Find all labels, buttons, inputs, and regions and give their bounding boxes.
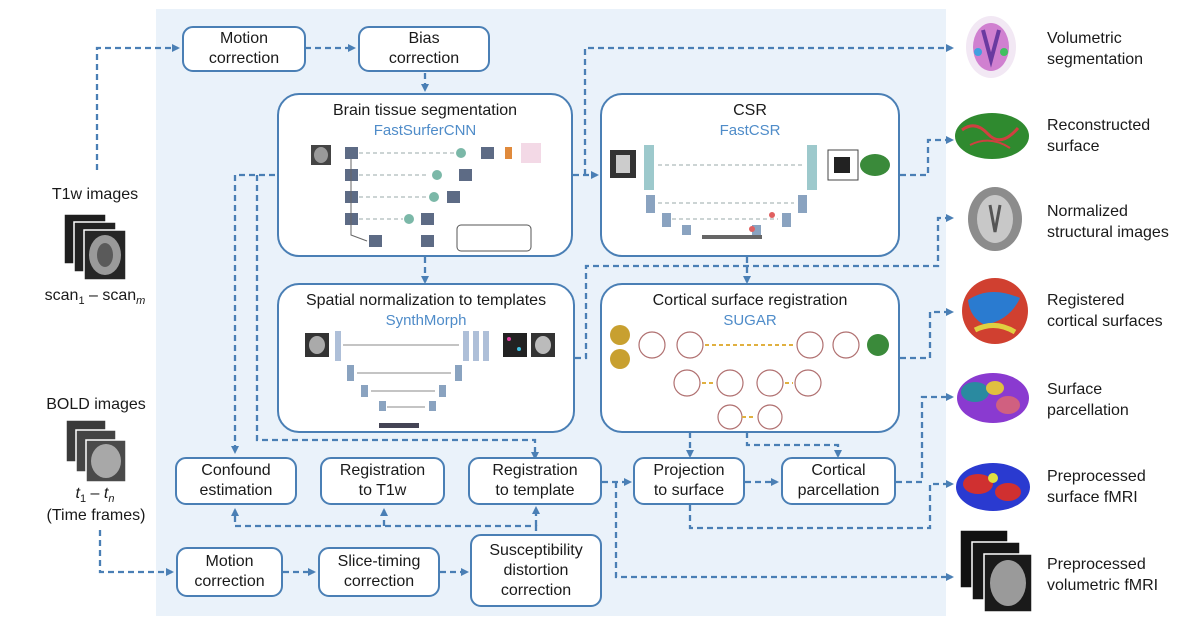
bold-images-title: BOLD images	[46, 396, 146, 413]
fmri-volume-icon	[959, 529, 1033, 613]
susceptibility-distortion-correction-box: Susceptibility distortion correction	[470, 534, 602, 607]
t1w-range-start-sub: 1	[78, 295, 85, 308]
bold-time-range: t1 – tn	[30, 483, 160, 510]
cortical-parcellation-label: Cortical parcellation	[797, 462, 880, 499]
output-label-surface-parcellation: Surface parcellation	[1047, 381, 1129, 419]
arrow-reg-to-sphere	[900, 308, 954, 360]
arrow-projection-to-surffmri	[688, 480, 954, 530]
output-label-volumetric-segmentation: Volumetric segmentation	[1047, 30, 1144, 68]
cortical-parcellation-box: Cortical parcellation	[781, 457, 896, 505]
slice-timing-correction-label: Slice-timing correction	[337, 553, 421, 590]
sphere-icon	[962, 278, 1028, 344]
t1w-images-title: T1w images	[51, 186, 139, 203]
arrow-seg-to-volseg	[583, 44, 954, 175]
segmentation-title: Brain tissue segmentation	[332, 102, 518, 119]
anatomical-motion-correction-label: Motion correction	[208, 30, 280, 67]
susceptibility-distortion-correction-label: Susceptibility distortion correction	[489, 541, 583, 599]
synthmorph-network-graphic	[305, 331, 555, 428]
bold-range-end-sub: n	[108, 493, 115, 506]
csr-method: FastCSR	[719, 122, 781, 139]
arrow-sdc-to-registrations	[231, 508, 538, 531]
bias-correction-label: Bias correction	[388, 30, 460, 67]
surface-brain-icon	[955, 113, 1029, 159]
functional-motion-correction-label: Motion correction	[194, 553, 265, 590]
functional-motion-correction-box: Motion correction	[176, 547, 283, 597]
normalization-title: Spatial normalization to templates	[305, 292, 547, 309]
fmri-surface-icon	[956, 463, 1030, 511]
projection-to-surface-box: Projection to surface	[633, 457, 745, 505]
fastcsr-network-graphic	[610, 145, 890, 239]
t1w-range-end-sub: m	[136, 295, 146, 308]
bold-range-end: t	[103, 485, 109, 502]
t1w-scan-range: scan1 – scanm	[30, 285, 160, 312]
t1w-range-end: scan	[102, 287, 137, 304]
output-label-volumetric-fmri: Preprocessed volumetric fMRI	[1047, 556, 1159, 594]
normalization-method: SynthMorph	[385, 312, 467, 329]
fastsurfercnn-network-graphic	[311, 143, 541, 252]
registration-to-t1w-label: Registration to T1w	[339, 462, 426, 499]
registration-method: SUGAR	[723, 312, 777, 329]
arrow-parcellation-to-surfparc	[896, 393, 954, 484]
output-label-normalized-structural: Normalized structural images	[1047, 203, 1169, 241]
brain-tissue-segmentation-module: Brain tissue segmentation FastSurferCNN	[277, 93, 573, 257]
confound-estimation-box: Confound estimation	[175, 457, 297, 505]
bold-range-dash: –	[86, 485, 104, 502]
t1w-range-dash: –	[84, 287, 103, 304]
bold-range-start: t	[75, 485, 80, 502]
registration-to-template-box: Registration to template	[468, 457, 602, 505]
bold-range-start-sub: 1	[79, 493, 87, 506]
registration-title: Cortical surface registration	[652, 292, 848, 309]
sugar-network-graphic	[610, 325, 889, 430]
anatomical-motion-correction-box: Motion correction	[182, 26, 306, 72]
output-label-surface-fmri: Preprocessed surface fMRI	[1047, 468, 1146, 506]
registration-to-t1w-box: Registration to T1w	[320, 457, 445, 505]
csr-module: CSR FastCSR	[600, 93, 900, 257]
parcellation-brain-icon	[957, 373, 1029, 423]
arrow-seg-to-confound	[231, 173, 275, 454]
segmentation-brain-icon	[966, 16, 1016, 78]
csr-title: CSR	[733, 102, 767, 119]
arrow-t1w-to-motion	[95, 44, 180, 170]
t1w-range-start: scan	[44, 287, 79, 304]
arrow-csr-to-surface	[900, 136, 954, 177]
time-frames-note: (Time frames)	[46, 507, 146, 524]
registration-to-template-label: Registration to template	[492, 462, 578, 499]
arrow-seg-to-regt1w	[255, 175, 539, 460]
arrow-regtemplate-to-volfmri	[614, 482, 954, 581]
segmentation-method: FastSurferCNN	[373, 122, 477, 139]
bias-correction-box: Bias correction	[358, 26, 490, 72]
structural-mri-icon	[968, 187, 1022, 251]
arrow-norm-to-structural	[575, 214, 954, 360]
cortical-surface-registration-module: Cortical surface registration SUGAR	[600, 283, 900, 433]
projection-to-surface-label: Projection to surface	[653, 462, 725, 499]
slice-timing-correction-box: Slice-timing correction	[318, 547, 440, 597]
output-label-registered-surfaces: Registered cortical surfaces	[1047, 292, 1163, 330]
arrow-bold-to-motion	[98, 530, 174, 576]
confound-estimation-label: Confound estimation	[199, 462, 273, 499]
output-label-reconstructed-surface: Reconstructed surface	[1047, 117, 1151, 155]
spatial-normalization-module: Spatial normalization to templates Synth…	[277, 283, 575, 433]
